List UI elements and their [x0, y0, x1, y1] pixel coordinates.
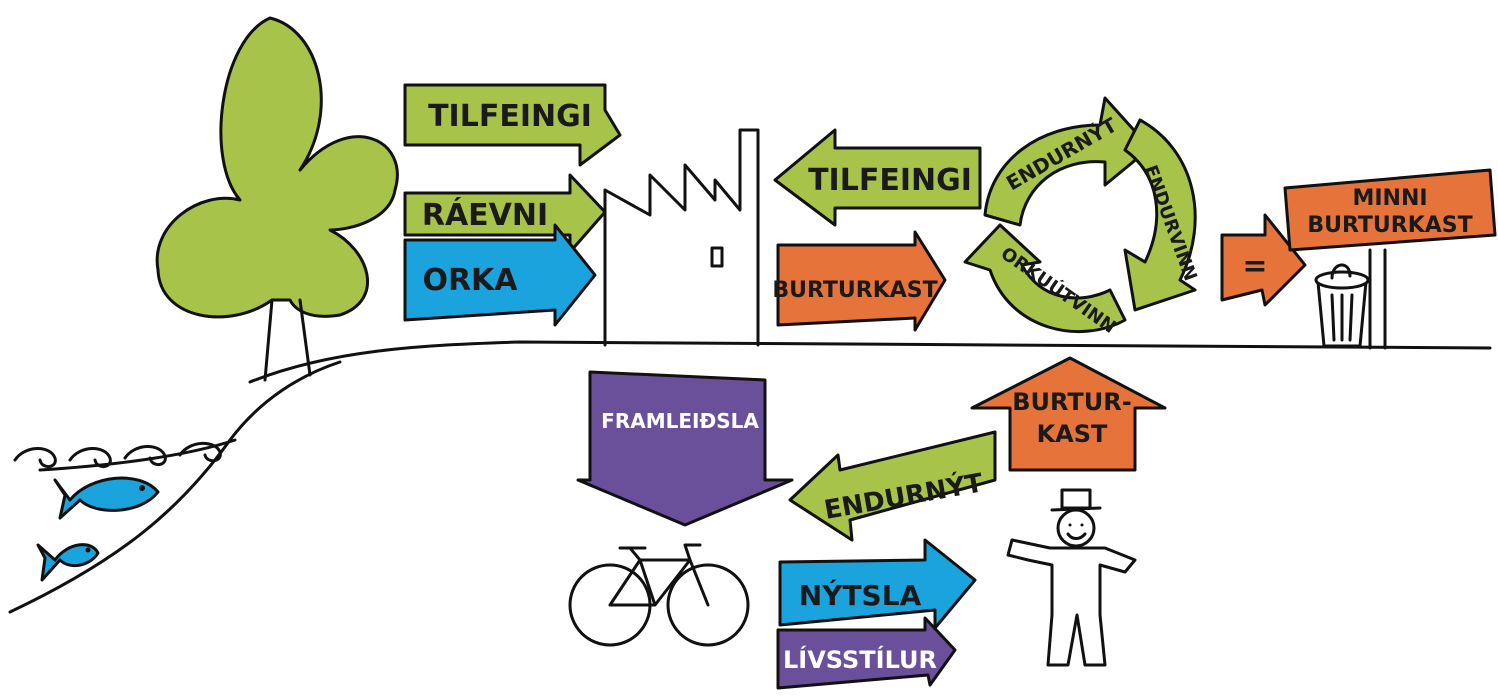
factory-icon — [603, 128, 760, 347]
arrow-livsstilur: LÍVSSTÍLUR — [776, 616, 957, 690]
label-tilfeingi-mid: TILFEINGI — [808, 163, 972, 198]
hill-slope — [8, 360, 342, 614]
waves — [13, 441, 222, 468]
person-icon — [1006, 488, 1137, 667]
fish-icon-large — [53, 476, 160, 520]
arrow-tilfeingi-mid: TILFEINGI — [773, 128, 982, 227]
label-burturkast-mid: BURTURKAST — [772, 278, 937, 303]
arrow-orka: ORKA — [403, 223, 597, 327]
arrow-framleidsla: FRAMLEIÐSLA — [576, 370, 794, 527]
arrow-nytsla: NÝTSLA — [778, 538, 977, 630]
arrow-burturkast-up: BURTUR- KAST — [970, 356, 1167, 472]
recycling-cycle: ENDURNÝT ENDURVINN ORKUÚTVINN — [963, 96, 1201, 338]
label-equals: = — [1242, 249, 1267, 284]
bicycle-icon — [568, 543, 750, 647]
arrow-tilfeingi-top: TILFEINGI — [403, 83, 622, 167]
sign-minni-burturkast: MINNI BURTURKAST — [1283, 168, 1497, 350]
label-orka: ORKA — [422, 263, 518, 298]
label-burturkast-up-line1: BURTUR- — [1012, 388, 1131, 416]
label-livsstilur: LÍVSSTÍLUR — [783, 645, 937, 674]
trash-can-icon — [1314, 263, 1370, 348]
label-sign-line2: BURTURKAST — [1307, 213, 1472, 238]
arrow-burturkast-mid: BURTURKAST — [772, 230, 947, 332]
label-framleidsla: FRAMLEIÐSLA — [601, 409, 759, 433]
label-nytsla: NÝTSLA — [799, 578, 922, 612]
fish-icon-small — [36, 543, 100, 582]
label-raevni: RÁEVNI — [422, 197, 548, 233]
ground-line — [248, 340, 1492, 384]
label-tilfeingi-top: TILFEINGI — [428, 99, 592, 134]
tree-icon — [155, 16, 399, 382]
arrow-equals: = — [1220, 213, 1307, 307]
label-burturkast-up-line2: KAST — [1037, 420, 1108, 448]
label-sign-line1: MINNI — [1352, 186, 1427, 211]
arrow-endurnyt-person: ENDURNÝT — [788, 430, 997, 542]
